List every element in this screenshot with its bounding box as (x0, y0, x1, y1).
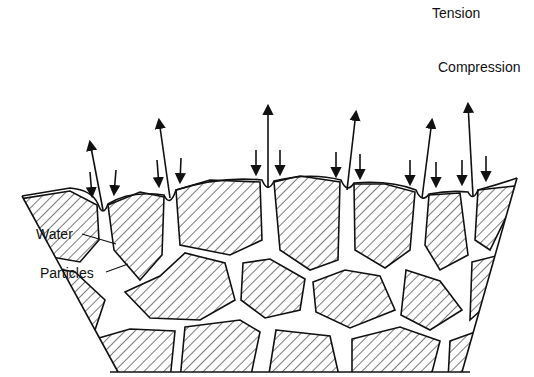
part-label: Particles (40, 266, 94, 280)
particles (20, 176, 515, 377)
part-label: Water (36, 227, 73, 241)
force-arrows (90, 104, 486, 210)
wedge-outline (22, 176, 517, 372)
force-label: Tension (432, 6, 480, 20)
force-label: Compression (438, 60, 520, 74)
